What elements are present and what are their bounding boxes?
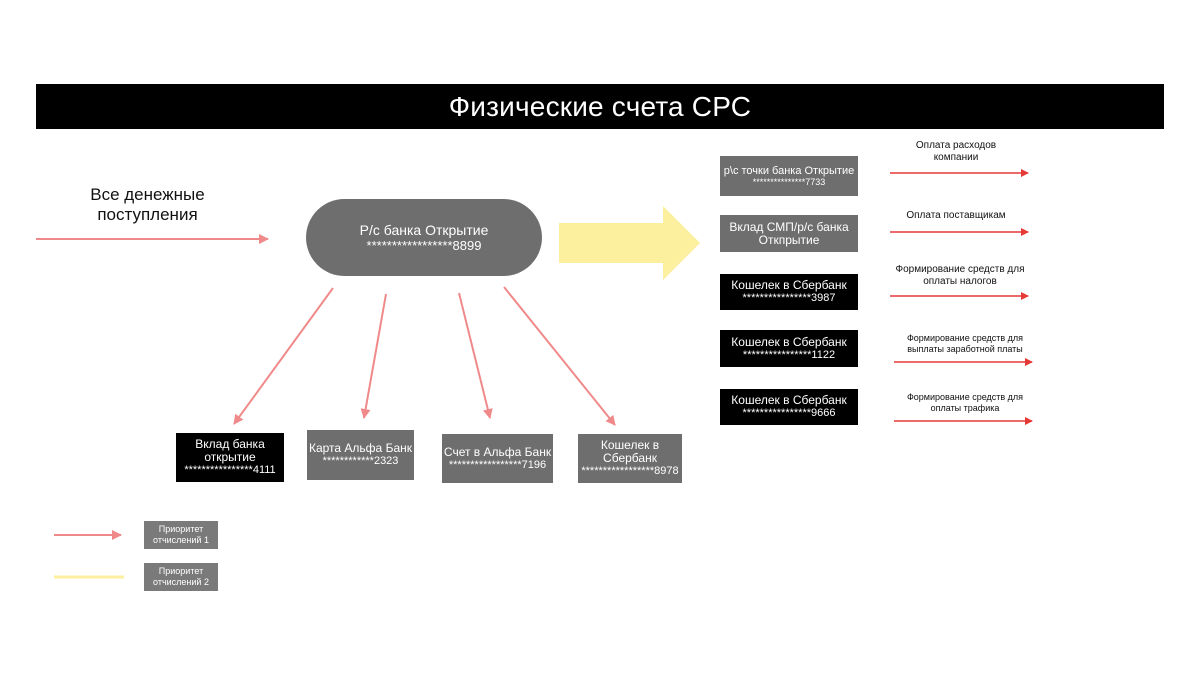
destination-4: Формирование средств для выплаты заработ… [906,333,1024,354]
account-name: Кошелек в Сбербанк [731,334,847,349]
account-number: ****************4111 [184,464,276,476]
account-number: ***************7733 [752,176,826,187]
right-account-3: Кошелек в Сбербанк ****************3987 [720,274,858,310]
account-name: Кошелек в Сбербанк [600,438,660,465]
account-name: Вклад СМП/р/с банка Откпрытие [729,219,849,247]
income-label: Все денежные поступления [90,185,205,224]
hub-to-account-1-arrow [233,287,334,425]
page-title: Физические счета СРС [448,90,752,122]
title-bar: Физические счета СРС [36,84,1164,129]
account-number: ****************3987 [742,292,836,304]
account-name: Кошелек в Сбербанк [731,278,847,292]
hub-to-account-4-arrow [503,286,616,426]
account-number: *****************7196 [448,458,547,471]
right-account-2: Вклад СМП/р/с банка Откпрытие [720,215,858,252]
hub-to-account-3-arrow [458,292,493,419]
bottom-account-4: Кошелек в Сбербанк *****************8978 [578,434,682,483]
account-name: Счет в Альфа Банк [443,444,552,459]
destination-2: Оплата поставщикам [906,210,1006,221]
account-name: Карта Альфа Банк [308,441,412,455]
bottom-account-1: Вклад банка открытие ****************411… [176,433,284,482]
destination-5: Формирование средств для оплаты трафика [906,392,1024,413]
priority-2-big-arrow [559,206,700,280]
account-number: *****************8978 [581,465,679,477]
hub-account-number: *****************8899 [366,238,482,253]
bottom-account-2: Карта Альфа Банк ************2323 [307,430,414,480]
account-number: ****************9666 [742,407,836,419]
hub-to-account-2-arrow [360,293,387,419]
destination-3: Формирование средств для оплаты налогов [895,264,1025,287]
legend-priority-1: Приоритет отчислений 1 [144,521,218,549]
hub-account-name: Р/с банка Открытие [359,222,489,238]
right-account-5: Кошелек в Сбербанк ****************9666 [720,389,858,425]
right-account-4: Кошелек в Сбербанк ****************1122 [720,330,858,367]
bottom-account-3: Счет в Альфа Банк *****************7196 [442,434,553,483]
hub-account: Р/с банка Открытие *****************8899 [306,199,542,276]
account-number: ****************1122 [742,348,836,361]
account-number: ************2323 [322,455,399,467]
account-name: р\с точки банка Открытие [723,164,855,177]
account-name: Вклад банка открытие [195,437,265,464]
right-account-1: р\с точки банка Открытие ***************… [720,156,858,196]
destination-1: Оплата расходов компании [915,140,997,163]
legend-priority-2: Приоритет отчислений 2 [144,563,218,591]
account-name: Кошелек в Сбербанк [731,393,847,407]
